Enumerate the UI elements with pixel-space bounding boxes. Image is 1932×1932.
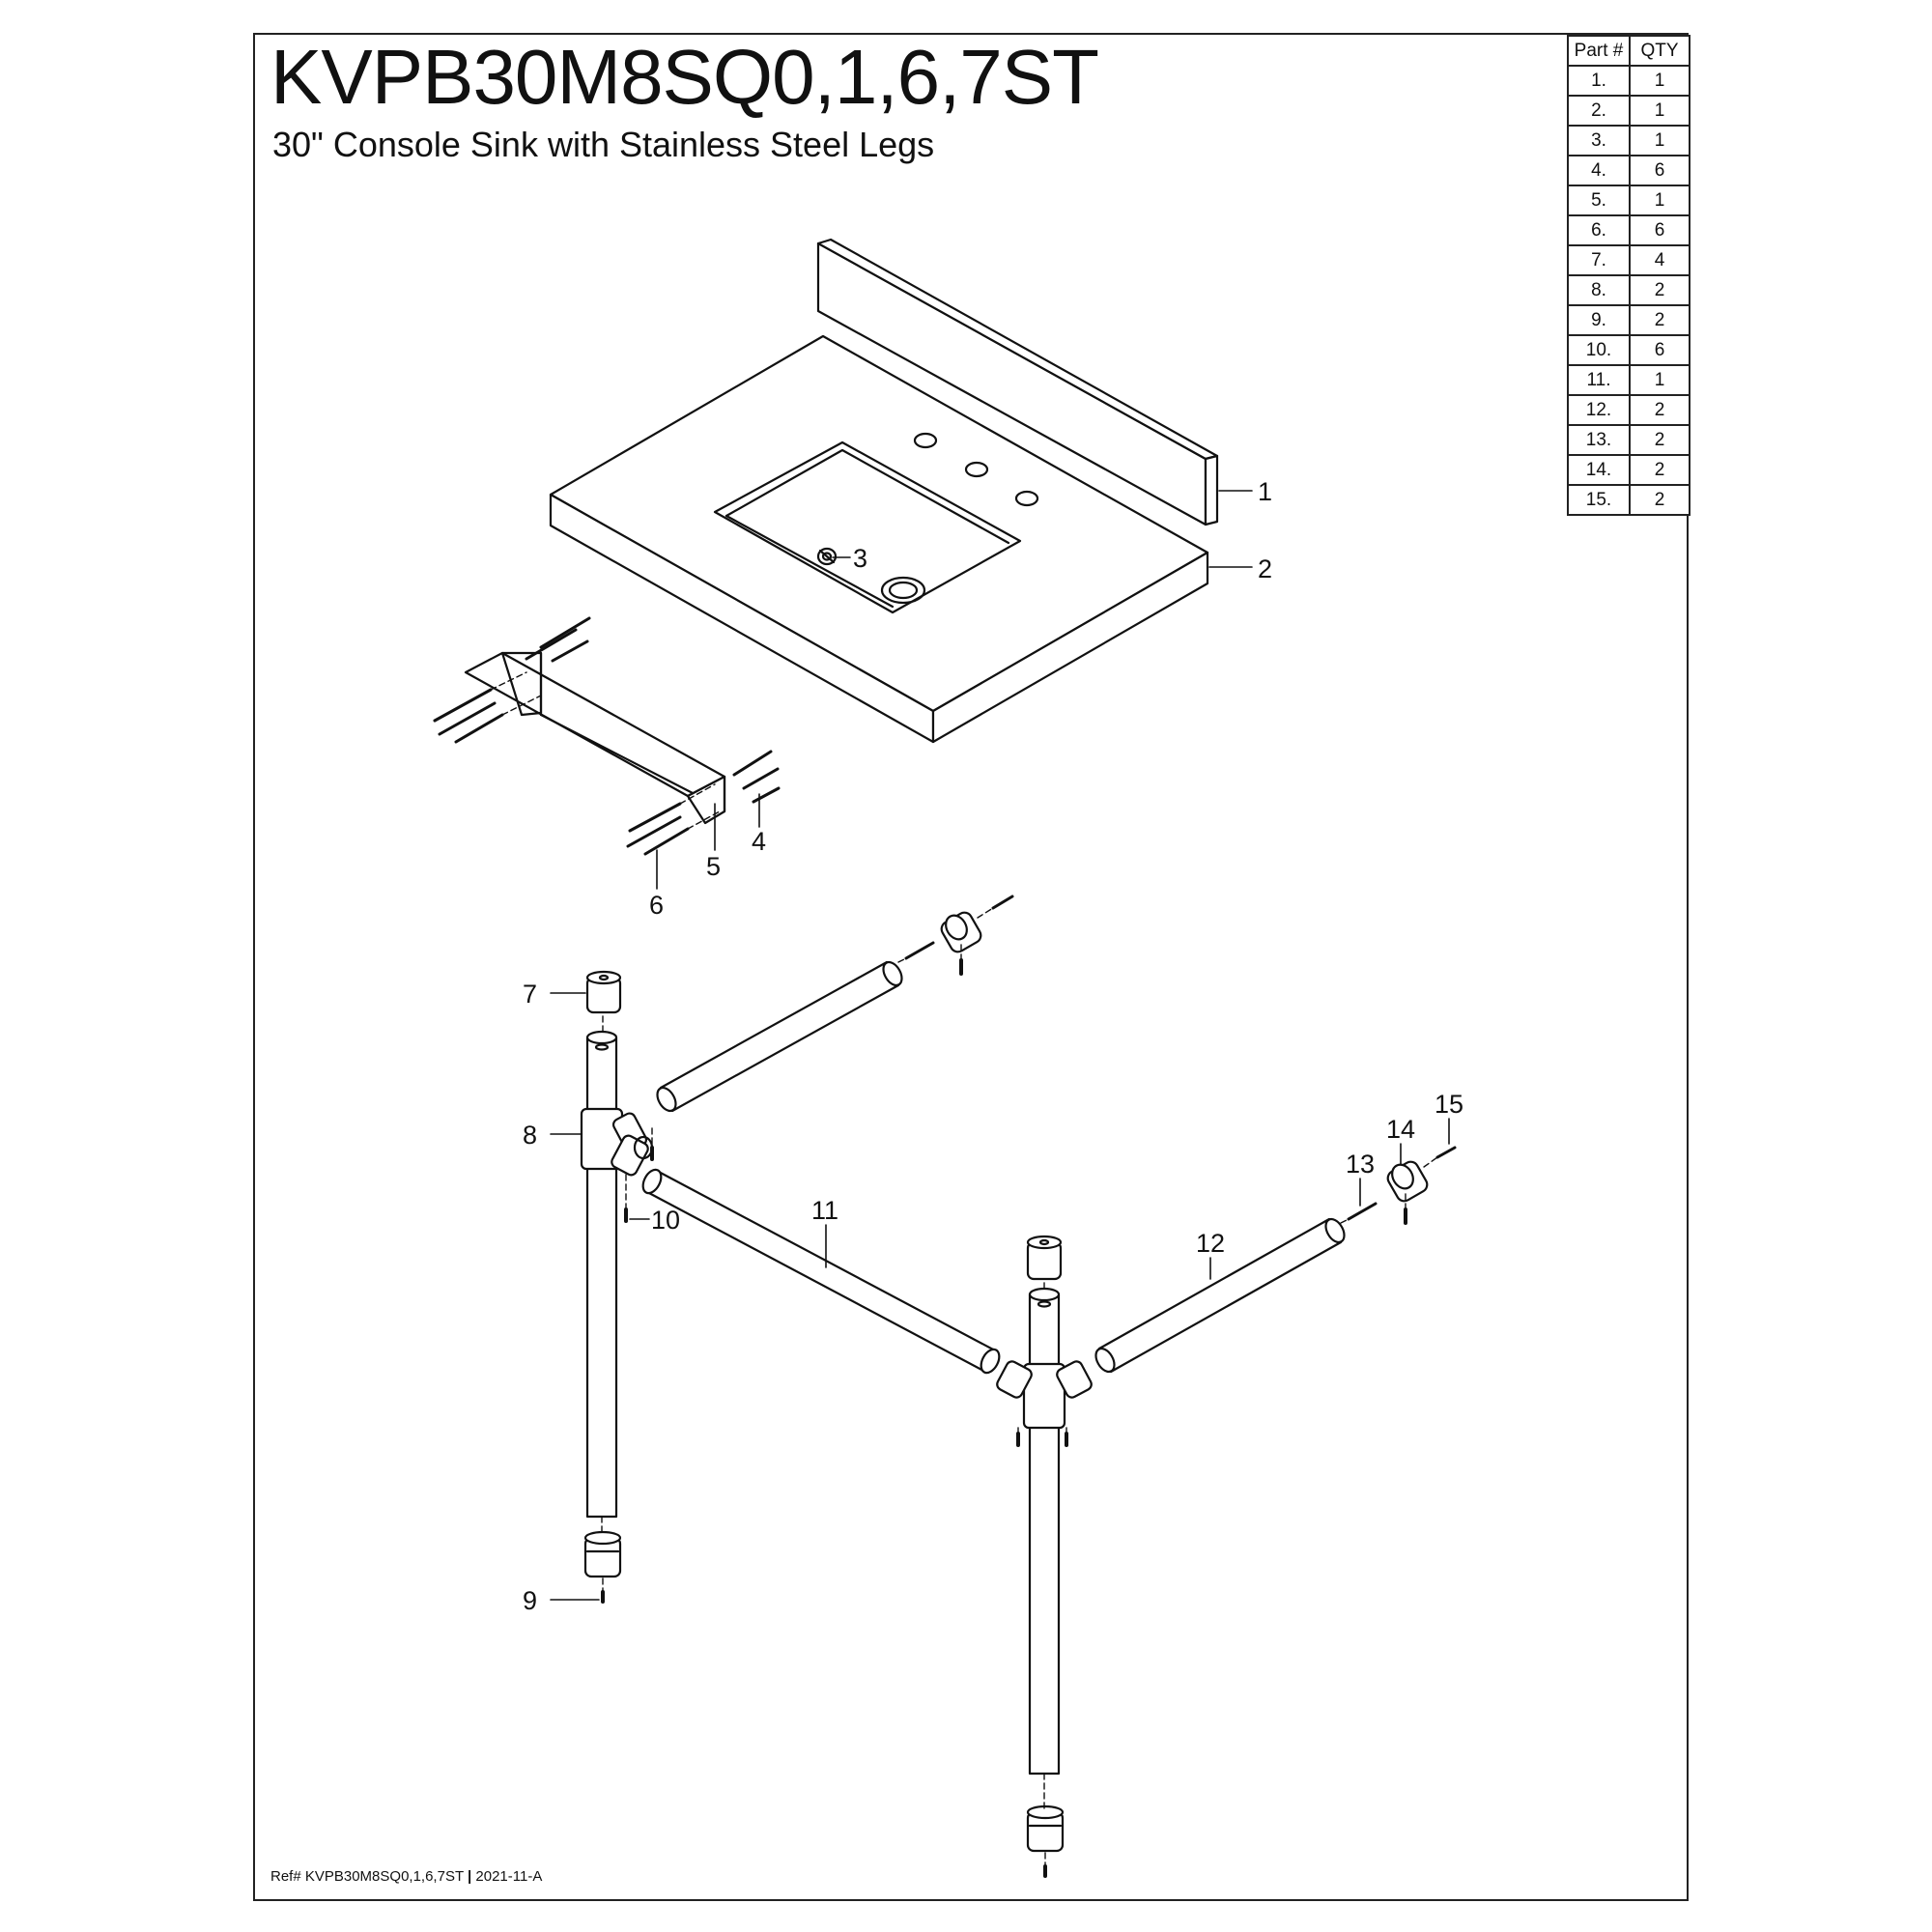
part-qty: 1 (1629, 95, 1690, 127)
rail-end-caps (940, 911, 1429, 1203)
backsplash-part (816, 238, 1219, 526)
left-leg-assembly (580, 970, 654, 1578)
part-qty: 2 (1629, 394, 1690, 426)
table-row: 1.1 (1567, 65, 1690, 97)
back-rail (656, 960, 903, 1113)
table-row: 13.2 (1567, 424, 1690, 456)
mounting-bracket-part (464, 651, 726, 825)
part-qty: 6 (1629, 334, 1690, 366)
table-row: 2.1 (1567, 95, 1690, 127)
callout-1: 1 (1258, 477, 1272, 506)
callout-8: 8 (523, 1121, 537, 1150)
table-row: 6.6 (1567, 214, 1690, 246)
part-qty: 2 (1629, 424, 1690, 456)
part-number: 5. (1567, 185, 1631, 216)
part-qty: 2 (1629, 454, 1690, 486)
callout-15: 15 (1435, 1090, 1463, 1119)
part-number: 13. (1567, 424, 1631, 456)
reference-model: Ref# KVPB30M8SQ0,1,6,7ST (270, 1868, 464, 1885)
part-qty: 4 (1629, 244, 1690, 276)
callout-3: 3 (853, 544, 867, 573)
part-number: 1. (1567, 65, 1631, 97)
callout-14: 14 (1386, 1115, 1415, 1144)
middle-rail-part (641, 1168, 1001, 1375)
table-row: 7.4 (1567, 244, 1690, 276)
table-row: 15.2 (1567, 484, 1690, 516)
part-qty: 1 (1629, 185, 1690, 216)
callout-5: 5 (706, 852, 721, 881)
table-row: 12.2 (1567, 394, 1690, 426)
table-row: 4.6 (1567, 155, 1690, 186)
table-row: 10.6 (1567, 334, 1690, 366)
part-number: 2. (1567, 95, 1631, 127)
header-qty: QTY (1629, 35, 1690, 67)
reference-footer: Ref# KVPB30M8SQ0,1,6,7ST | 2021-11-A (270, 1868, 542, 1885)
part-qty: 6 (1629, 214, 1690, 246)
part-qty: 1 (1629, 125, 1690, 156)
product-subtitle: 30" Console Sink with Stainless Steel Le… (272, 125, 935, 164)
parts-table: Part # QTY 1.1 2.1 3.1 4.6 5.1 6.6 7.4 8… (1567, 35, 1690, 516)
part-qty: 1 (1629, 364, 1690, 396)
callout-12: 12 (1196, 1229, 1225, 1258)
parts-table-header: Part # QTY (1567, 35, 1690, 67)
part-number: 11. (1567, 364, 1631, 396)
part-number: 10. (1567, 334, 1631, 366)
table-row: 5.1 (1567, 185, 1690, 216)
table-row: 8.2 (1567, 274, 1690, 306)
table-row: 9.2 (1567, 304, 1690, 336)
model-title: KVPB30M8SQ0,1,6,7ST (270, 34, 1099, 120)
table-row: 11.1 (1567, 364, 1690, 396)
part-number: 6. (1567, 214, 1631, 246)
part-number: 7. (1567, 244, 1631, 276)
part-qty: 2 (1629, 274, 1690, 306)
callout-leaders (550, 490, 1450, 1601)
callout-labels: 1 2 3 4 5 6 7 8 9 10 11 12 13 14 15 (523, 477, 1463, 1615)
table-row: 14.2 (1567, 454, 1690, 486)
callout-7: 7 (523, 980, 537, 1009)
set-screws (601, 958, 1407, 1878)
part-qty: 2 (1629, 484, 1690, 516)
assembly-guides (601, 907, 1438, 1867)
part-number: 15. (1567, 484, 1631, 516)
part-qty: 2 (1629, 304, 1690, 336)
header-part: Part # (1567, 35, 1631, 67)
callout-4: 4 (752, 827, 766, 856)
part-number: 9. (1567, 304, 1631, 336)
callout-10: 10 (651, 1206, 680, 1235)
overflow-ring-part (816, 547, 838, 566)
right-leg-assembly (996, 1235, 1093, 1853)
reference-separator: | (468, 1868, 472, 1885)
threaded-rods (904, 895, 1457, 1221)
part-number: 3. (1567, 125, 1631, 156)
reference-code: 2021-11-A (475, 1868, 543, 1885)
part-qty: 1 (1629, 65, 1690, 97)
countertop-part (549, 334, 1209, 744)
callout-6: 6 (649, 891, 664, 920)
callout-2: 2 (1258, 554, 1272, 583)
callout-13: 13 (1346, 1150, 1375, 1179)
side-rail-part (1094, 1217, 1346, 1374)
bracket-screws (433, 616, 781, 856)
part-qty: 6 (1629, 155, 1690, 186)
table-row: 3.1 (1567, 125, 1690, 156)
part-number: 4. (1567, 155, 1631, 186)
callout-9: 9 (523, 1586, 537, 1615)
part-number: 12. (1567, 394, 1631, 426)
part-number: 8. (1567, 274, 1631, 306)
part-number: 14. (1567, 454, 1631, 486)
callout-11: 11 (811, 1196, 838, 1225)
drawing-border (253, 33, 1689, 1901)
